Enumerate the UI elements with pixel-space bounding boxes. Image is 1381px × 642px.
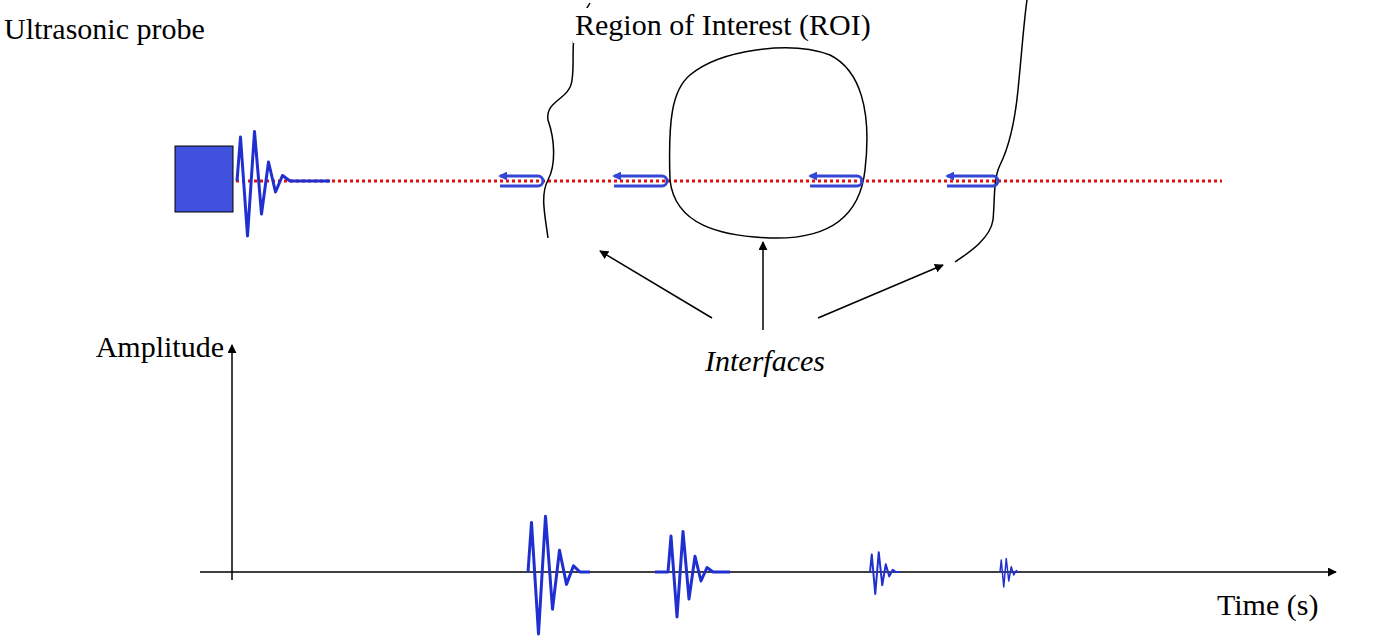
interface-curve bbox=[955, 0, 1027, 262]
beam-line bbox=[236, 180, 1222, 183]
reflection-arrow bbox=[810, 176, 862, 186]
label-holder: Amplitude bbox=[94, 330, 226, 365]
axis-label: Amplitude bbox=[94, 330, 226, 365]
echo-signal bbox=[1000, 559, 1020, 588]
time-axis bbox=[200, 571, 1336, 573]
label-holder: Region of Interest (ROI) bbox=[573, 8, 873, 43]
leader-arrow bbox=[600, 251, 712, 318]
transmitted-pulse bbox=[237, 132, 330, 237]
leader-arrow bbox=[818, 265, 943, 318]
leader-arrow bbox=[762, 242, 764, 330]
label-holder: Ultrasonic probe bbox=[2, 12, 207, 47]
echo-signal bbox=[528, 516, 590, 634]
reflection-arrow bbox=[500, 176, 543, 186]
region-label: Region of Interest (ROI) bbox=[573, 8, 873, 43]
label-holder: Time (s) bbox=[1215, 588, 1320, 623]
probe-label: Ultrasonic probe bbox=[2, 12, 207, 47]
interfaces-label: Interfaces bbox=[703, 344, 827, 379]
roi-outline bbox=[670, 48, 867, 238]
amplitude-axis bbox=[231, 345, 233, 580]
probe-body bbox=[175, 146, 233, 212]
axis-label: Time (s) bbox=[1215, 588, 1320, 623]
echo-signal bbox=[655, 532, 730, 618]
reflection-arrow bbox=[614, 176, 667, 186]
label-holder: Interfaces bbox=[703, 344, 827, 379]
reflection-arrow bbox=[947, 176, 998, 186]
echo-signal bbox=[870, 552, 900, 594]
